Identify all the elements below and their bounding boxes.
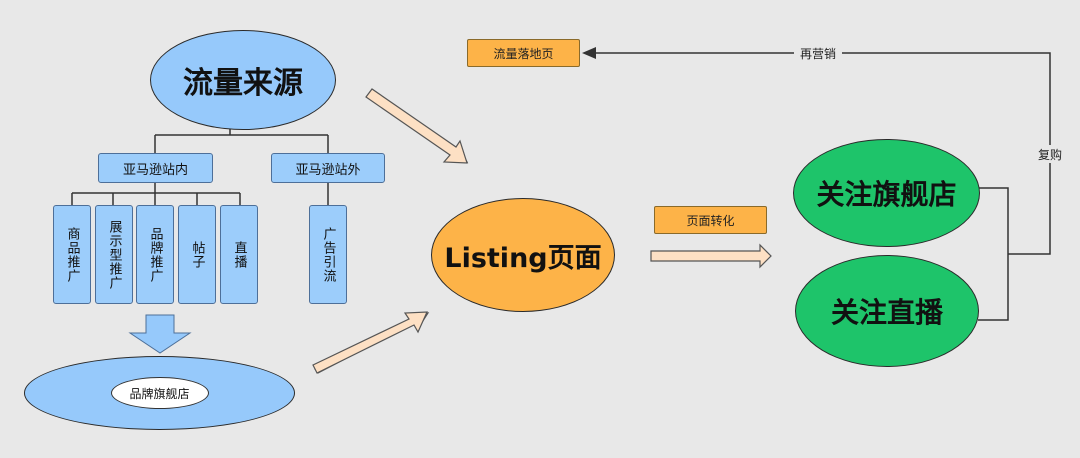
arrow-source-to-listing-body [365, 88, 468, 164]
item-label: 直播 [231, 240, 247, 269]
amazon-external-node[interactable]: 亚马逊站外 [271, 153, 385, 183]
connector-follow-merge [978, 187, 1009, 321]
follow-live-label: 关注直播 [830, 296, 943, 329]
traffic-source-label: 流量来源 [183, 66, 303, 101]
follow-store-node[interactable]: 关注旗舰店 [793, 139, 980, 247]
item-ad-traffic[interactable]: 广告引流 [309, 205, 347, 304]
amazon-internal-node[interactable]: 亚马逊站内 [98, 153, 213, 183]
listing-page-label: Listing页面 [444, 242, 602, 274]
item-brand-promotion[interactable]: 品牌推广 [136, 205, 174, 304]
item-label: 品牌推广 [147, 226, 163, 283]
remarketing-label: 再营销 [794, 45, 842, 61]
conversion-label: 页面转化 [686, 213, 735, 228]
item-label: 帖子 [189, 240, 205, 269]
repurchase-label: 复购 [1034, 145, 1066, 163]
down-block-arrow [128, 314, 192, 354]
item-label: 广告引流 [320, 226, 336, 283]
amazon-external-label: 亚马逊站外 [295, 162, 361, 178]
traffic-source-node[interactable]: 流量来源 [150, 30, 336, 130]
landing-page-node[interactable]: 流量落地页 [467, 39, 580, 67]
brand-store-inner-node[interactable]: 品牌旗舰店 [110, 377, 209, 409]
follow-store-label: 关注旗舰店 [816, 178, 957, 211]
brand-store-outer-node[interactable]: 品牌旗舰店 [24, 356, 295, 430]
amazon-internal-label: 亚马逊站内 [122, 162, 188, 178]
arrow-brandstore-to-listing-body [312, 311, 428, 374]
item-label: 展示型推广 [106, 219, 122, 290]
item-posts[interactable]: 帖子 [178, 205, 216, 304]
arrowhead-remarketing [582, 47, 596, 59]
item-display-promotion[interactable]: 展示型推广 [95, 205, 133, 304]
landing-page-label: 流量落地页 [493, 46, 554, 61]
brand-store-label: 品牌旗舰店 [129, 386, 190, 401]
conversion-tag: 页面转化 [654, 206, 767, 234]
arrow-listing-to-follow [650, 243, 772, 269]
repurchase-text: 复购 [1037, 147, 1062, 162]
item-label: 商品推广 [64, 226, 80, 283]
item-live[interactable]: 直播 [220, 205, 258, 304]
follow-live-node[interactable]: 关注直播 [795, 255, 979, 367]
item-product-promotion[interactable]: 商品推广 [53, 205, 91, 304]
remarketing-text: 再营销 [799, 46, 836, 61]
listing-page-node[interactable]: Listing页面 [431, 198, 615, 312]
